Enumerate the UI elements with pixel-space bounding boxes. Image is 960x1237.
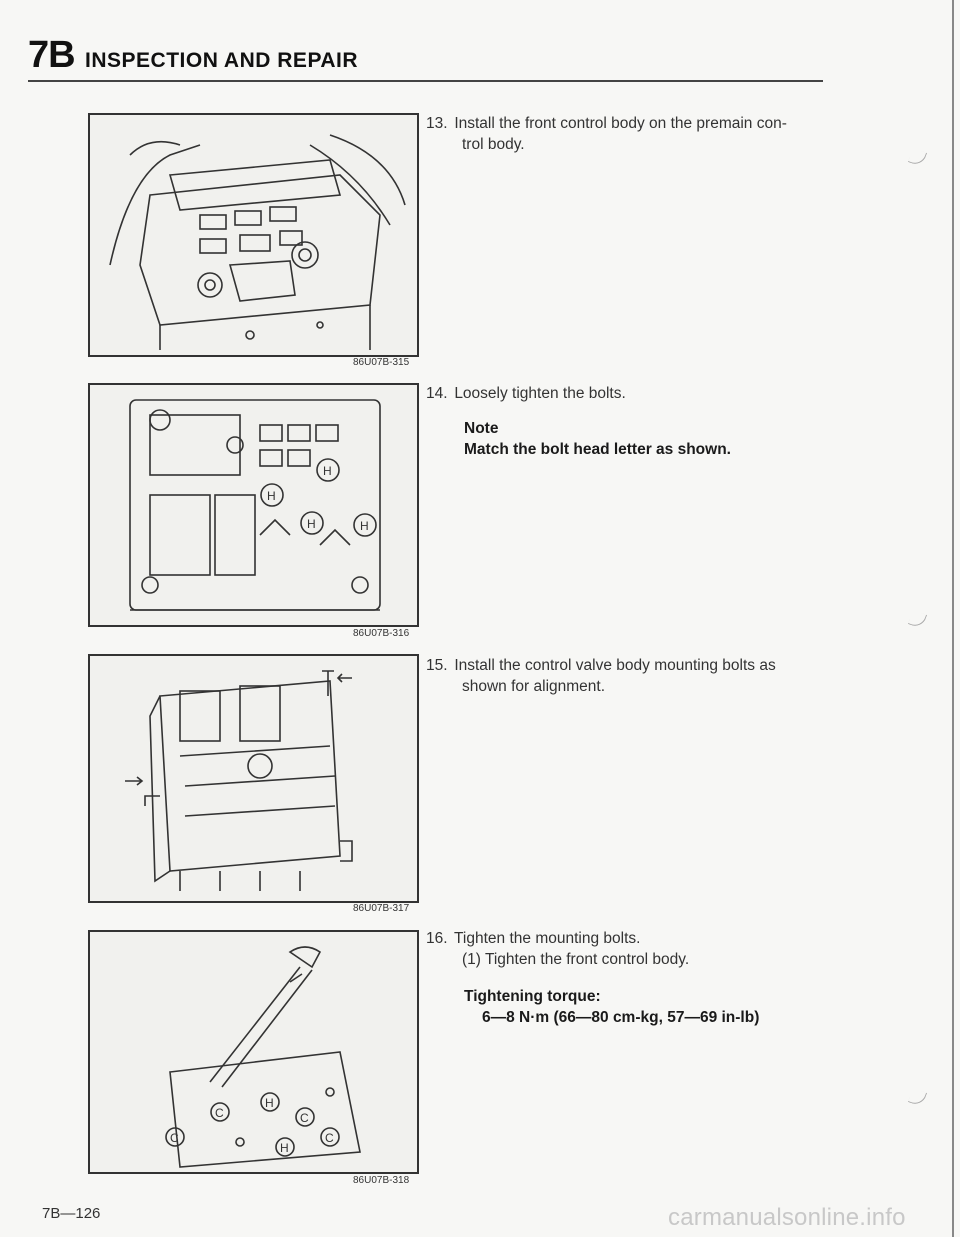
step-text: Install the front control body on the pr…	[454, 115, 787, 132]
watermark: carmanualsonline.info	[668, 1204, 906, 1231]
step-text-cont: trol body.	[462, 136, 525, 153]
torque-heading: Tightening torque:	[464, 988, 601, 1005]
step-number: 14.	[426, 385, 448, 402]
note-body: Match the bolt head letter as shown.	[464, 441, 731, 458]
figure-code-318: 86U07B-318	[353, 1175, 410, 1186]
binding-hole-mark	[907, 1087, 928, 1108]
svg-text:H: H	[267, 489, 276, 503]
svg-text:C: C	[300, 1111, 309, 1125]
svg-text:H: H	[280, 1141, 289, 1155]
figure-code-316: 86U07B-316	[353, 628, 410, 639]
valve-body-illustration-316: H H H H	[129, 399, 381, 611]
step-13: 13. Install the front control body on th…	[426, 113, 846, 155]
svg-text:H: H	[360, 519, 369, 533]
note-heading: Note	[464, 420, 499, 437]
figure-315	[88, 113, 419, 357]
step-14: 14. Loosely tighten the bolts. Note Matc…	[426, 383, 846, 460]
substep-1: (1) Tighten the front control body.	[462, 951, 690, 968]
figure-code-317: 86U07B-317	[353, 903, 410, 914]
page-number: 7B—126	[42, 1205, 101, 1222]
figure-316: H H H H	[88, 383, 419, 627]
step-number: 16.	[426, 930, 448, 947]
svg-text:C: C	[170, 1131, 179, 1145]
step-16: 16. Tighten the mounting bolts. (1) Tigh…	[426, 928, 846, 1028]
header-rule	[28, 80, 823, 82]
step-text: Tighten the mounting bolts.	[454, 930, 641, 947]
figure-code-315: 86U07B-315	[353, 357, 410, 368]
step-number: 15.	[426, 657, 448, 674]
binding-hole-mark	[907, 147, 928, 168]
valve-body-illustration-315	[109, 134, 406, 350]
step-15: 15. Install the control valve body mount…	[426, 655, 846, 697]
svg-text:C: C	[215, 1106, 224, 1120]
valve-body-illustration-317	[125, 670, 353, 891]
section-number: 7B	[28, 34, 76, 76]
svg-text:C: C	[325, 1131, 334, 1145]
svg-text:H: H	[265, 1096, 274, 1110]
figure-318: C H C C H C	[88, 930, 419, 1174]
step-number: 13.	[426, 115, 448, 132]
binding-hole-mark	[907, 609, 928, 630]
page-header: 7B INSPECTION AND REPAIR	[28, 34, 828, 77]
svg-text:H: H	[307, 517, 316, 531]
torque-wrench-illustration-318: C H C C H C	[165, 946, 361, 1168]
figure-317	[88, 654, 419, 903]
step-text: Loosely tighten the bolts.	[454, 385, 626, 402]
torque-value: 6—8 N·m (66—80 cm-kg, 57—69 in-lb)	[482, 1009, 760, 1026]
svg-text:H: H	[323, 464, 332, 478]
step-text: Install the control valve body mounting …	[454, 657, 776, 674]
step-text-cont: shown for alignment.	[462, 678, 606, 695]
page-edge-line	[952, 0, 954, 1237]
section-title: INSPECTION AND REPAIR	[85, 49, 359, 72]
